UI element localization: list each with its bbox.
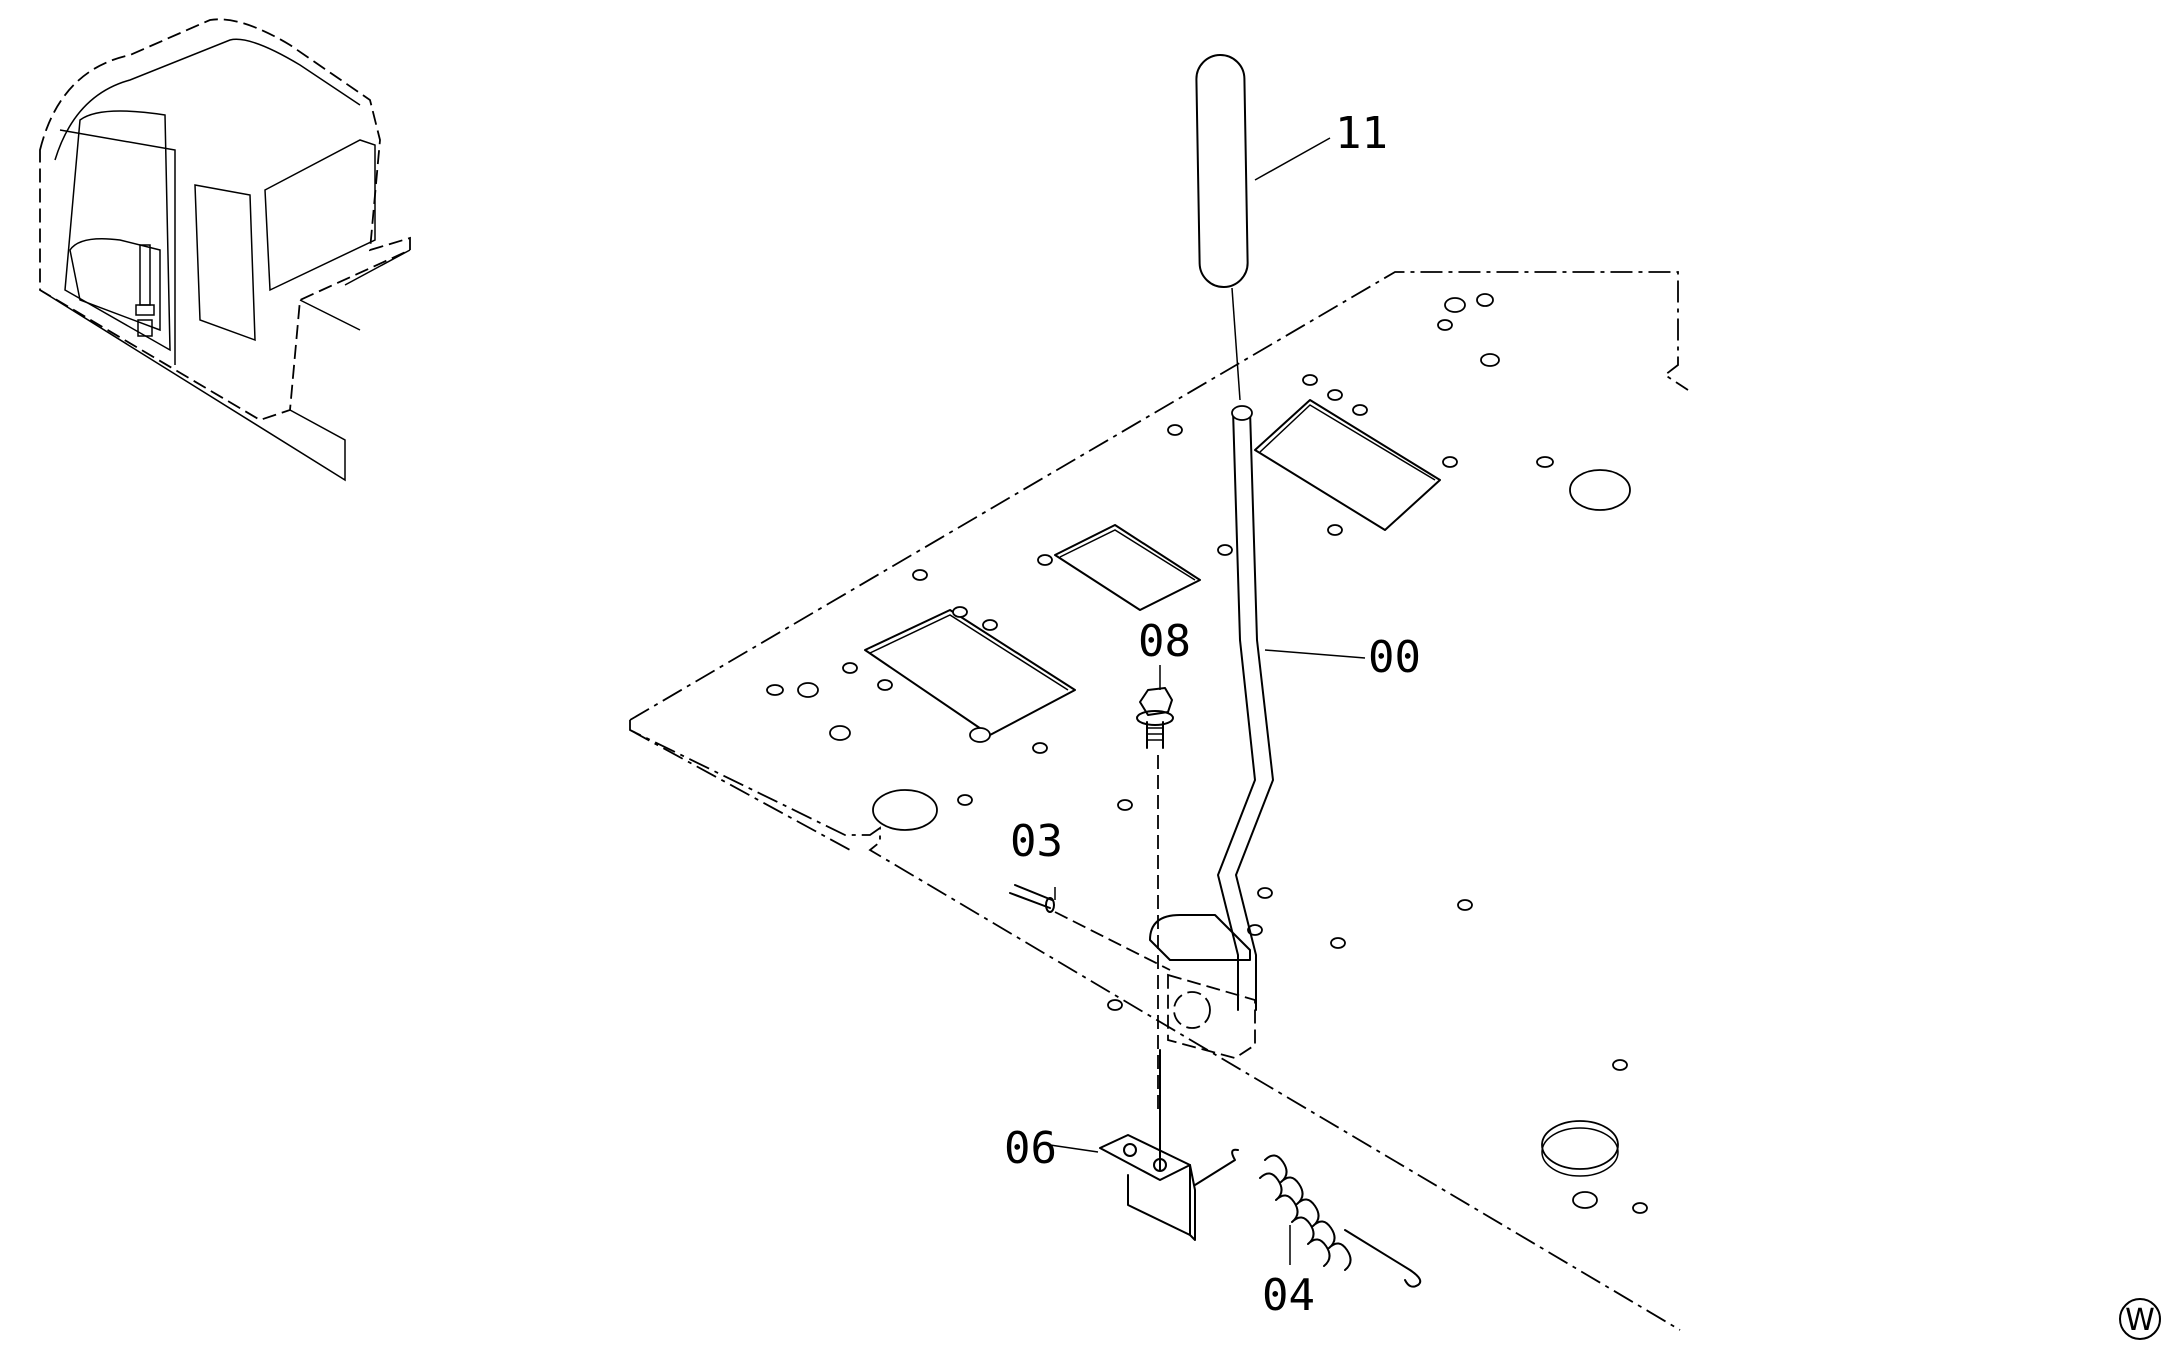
callout-04: 04: [1262, 1270, 1315, 1321]
callout-11: 11: [1335, 108, 1388, 159]
pin-icon: [1009, 884, 1171, 971]
corner-mark: W: [2119, 1298, 2161, 1340]
excavator-cab-inset-icon: [39, 18, 411, 482]
control-lever-icon: [1167, 405, 1274, 1059]
corner-mark-letter: W: [2125, 1303, 2155, 1338]
callout-08: 08: [1138, 616, 1191, 667]
callout-06: 06: [1004, 1123, 1057, 1174]
spring-icon: [1194, 1148, 1422, 1288]
leader-lines: [1049, 137, 1366, 1265]
bracket-icon: [1099, 1134, 1196, 1241]
callout-03: 03: [1010, 816, 1063, 867]
floor-plate-icon: [629, 271, 1689, 1331]
callout-00: 00: [1368, 632, 1421, 683]
bolt-icon: [1136, 687, 1174, 1171]
lever-grip-icon: [1195, 54, 1249, 401]
